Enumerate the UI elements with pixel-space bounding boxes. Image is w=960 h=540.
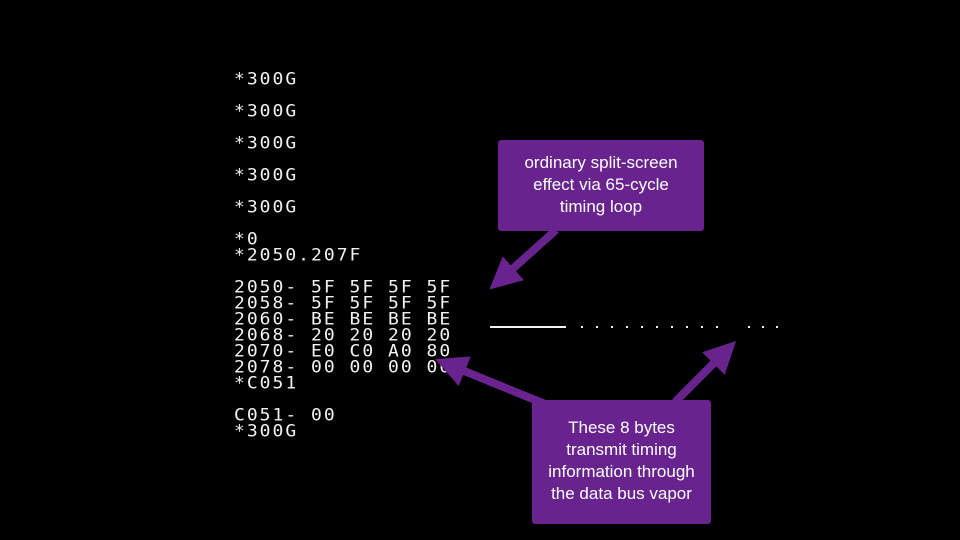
callout-line: information through (548, 462, 695, 481)
memory-dump-line: 2058- 5F 5F 5F 5F (234, 293, 453, 314)
artifact-dot (762, 326, 764, 328)
memory-dump-line: 2070- E0 C0 A0 80 (234, 341, 453, 362)
memory-dump-line: 2050- 5F 5F 5F 5F (234, 277, 453, 298)
artifact-dot (671, 326, 673, 328)
callout-timing-bytes: These 8 bytes transmit timing informatio… (532, 400, 711, 524)
artifact-dot (581, 326, 583, 328)
artifact-dot (611, 326, 613, 328)
callout-line: transmit timing (566, 440, 677, 459)
memory-dump-line: 2060- BE BE BE BE (234, 309, 453, 330)
artifact-dot (626, 326, 628, 328)
terminal-line: *2050.207F (234, 245, 363, 266)
callout-line: timing loop (559, 197, 643, 216)
artifact-dot (596, 326, 598, 328)
artifact-dot (716, 326, 718, 328)
callout-line: the data bus vapor (551, 484, 692, 503)
callout-split-screen: ordinary split-screen effect via 65-cycl… (498, 140, 704, 231)
terminal-line: *300G (234, 133, 299, 154)
terminal-line: C051- 00 (234, 405, 337, 426)
artifact-dot (641, 326, 643, 328)
artifact-dot (748, 326, 750, 328)
terminal-line: *C051 (234, 373, 299, 394)
terminal-line: *0 (234, 229, 260, 250)
terminal-line: *300G (234, 197, 299, 218)
artifact-dot (701, 326, 703, 328)
artifact-dot (686, 326, 688, 328)
artifact-dash (490, 326, 566, 328)
callout-line: ordinary split-screen (524, 153, 678, 172)
memory-dump-line: 2068- 20 20 20 20 (234, 325, 453, 346)
artifact-dot (776, 326, 778, 328)
memory-dump-line: 2078- 00 00 00 00 (234, 357, 453, 378)
callout-line: effect via 65-cycle (533, 175, 669, 194)
terminal-line: *300G (234, 69, 299, 90)
terminal-line: *300G (234, 165, 299, 186)
terminal-line: *300G (234, 101, 299, 122)
callout-line: These 8 bytes (568, 418, 675, 437)
terminal-line: *300G (234, 421, 299, 442)
artifact-dot (656, 326, 658, 328)
